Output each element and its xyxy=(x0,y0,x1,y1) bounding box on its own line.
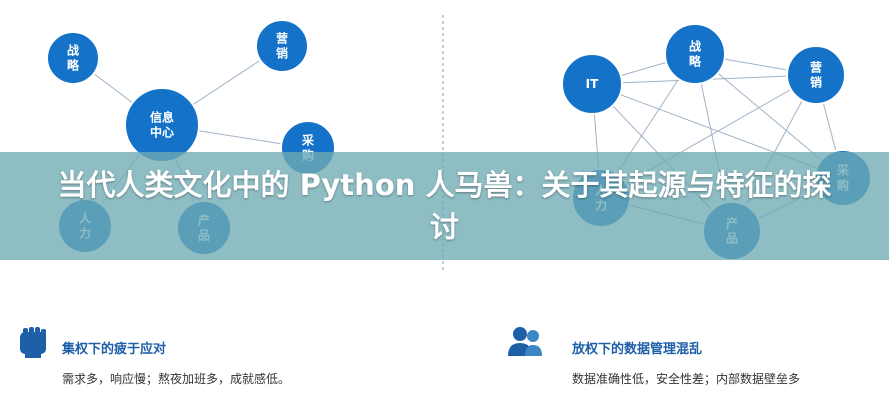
title-banner: 当代人类文化中的 Python 人马兽：关于其起源与特征的探讨 xyxy=(0,152,889,260)
left-node: 战略 xyxy=(46,31,100,85)
section-description: 需求多，响应慢；熬夜加班多，成就感低。 xyxy=(62,372,291,386)
section-heading: 集权下的疲于应对 xyxy=(62,342,167,357)
node-label: 略 xyxy=(67,58,80,73)
node-circle xyxy=(46,31,100,85)
node-label: 略 xyxy=(689,54,702,69)
right-node: IT xyxy=(561,53,623,115)
node-label: 中心 xyxy=(150,125,174,140)
section-heading: 放权下的数据管理混乱 xyxy=(572,342,703,357)
node-label: 销 xyxy=(810,75,822,90)
node-label: 销 xyxy=(276,46,288,61)
node-label: 营 xyxy=(810,60,822,75)
node-circle xyxy=(786,45,846,105)
node-circle xyxy=(255,19,309,73)
left-node: 营销 xyxy=(255,19,309,73)
right-node: 营销 xyxy=(786,45,846,105)
section-description: 数据准确性低，安全性差；内部数据壁垒多 xyxy=(572,372,801,386)
page-title: 当代人类文化中的 Python 人马兽：关于其起源与特征的探讨 xyxy=(57,168,832,244)
node-label: 营 xyxy=(276,31,288,46)
fist-icon xyxy=(20,327,46,358)
node-label: IT xyxy=(586,77,599,91)
users-icon xyxy=(508,327,542,356)
section-decentralized: 放权下的数据管理混乱 数据准确性低，安全性差；内部数据壁垒多 xyxy=(508,322,889,402)
node-circle xyxy=(561,53,623,115)
node-label: 采 xyxy=(301,133,314,148)
section-centralized: 集权下的疲于应对 需求多，响应慢；熬夜加班多，成就感低。 xyxy=(14,322,414,402)
node-label: 战 xyxy=(67,43,79,58)
right-node: 战略 xyxy=(664,23,726,85)
node-label: 信息 xyxy=(150,110,174,125)
node-circle xyxy=(664,23,726,85)
node-label: 战 xyxy=(689,39,701,54)
